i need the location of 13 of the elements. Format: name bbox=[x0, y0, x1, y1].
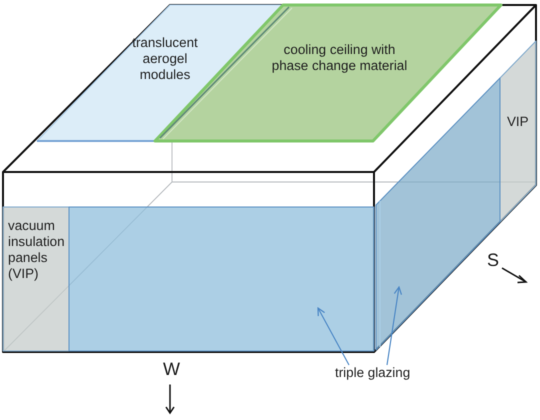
leader-line bbox=[317, 307, 350, 366]
panel-label: cooling ceiling with phase change material bbox=[270, 42, 408, 74]
compass-letter: S bbox=[487, 250, 500, 270]
panel-label: translucent aerogel modules bbox=[131, 35, 199, 83]
panel-label: vacuum insulation panels (VIP) bbox=[8, 218, 66, 282]
insulation-panel bbox=[3, 207, 69, 351]
insulation-panel bbox=[500, 41, 536, 222]
compass-letter: W bbox=[163, 359, 180, 379]
leader-line bbox=[386, 286, 402, 366]
glazing-panel bbox=[69, 207, 374, 351]
glazing-panel bbox=[376, 78, 500, 350]
callout-text: triple glazing bbox=[335, 365, 410, 381]
panel-label: VIP bbox=[507, 114, 529, 130]
